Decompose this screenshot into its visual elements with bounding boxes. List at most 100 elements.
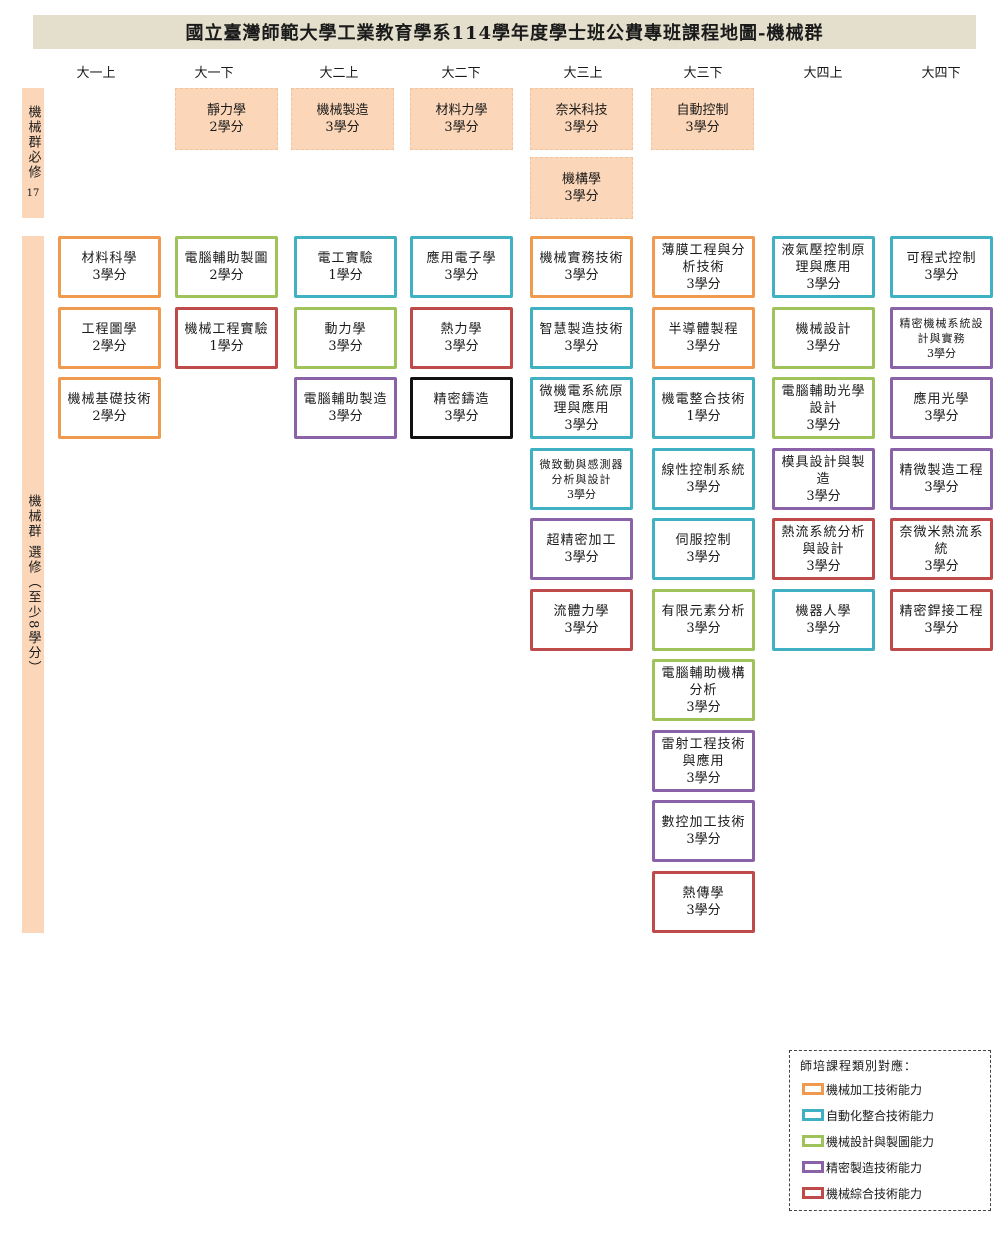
course-name: 電腦輔助光學設計 <box>781 383 866 416</box>
course-name: 熱流系統分析與設計 <box>781 524 866 557</box>
course-credit: 3學分 <box>927 346 956 360</box>
legend-label: 自動化整合技術能力 <box>826 1108 935 1123</box>
required-course: 機構學 3學分 <box>530 157 633 219</box>
elective-course: 機電整合技術 1學分 <box>652 377 755 439</box>
course-name: 機械製造 <box>316 103 369 118</box>
course-credit: 3學分 <box>564 417 599 433</box>
course-credit: 3學分 <box>92 268 127 283</box>
course-name: 精微製造工程 <box>899 463 984 478</box>
course-credit: 3學分 <box>806 276 841 292</box>
course-credit: 3學分 <box>806 488 841 504</box>
elective-course: 電腦輔助製圖 2學分 <box>175 236 278 298</box>
course-credit: 3學分 <box>564 621 599 636</box>
course-credit: 3學分 <box>325 120 360 135</box>
elective-course: 機械基礎技術 2學分 <box>58 377 161 439</box>
course-credit: 3學分 <box>564 550 599 565</box>
course-name: 電腦輔助製圖 <box>184 251 269 266</box>
semester-header: 大四下 <box>921 66 961 81</box>
course-credit: 3學分 <box>686 276 721 292</box>
course-name: 奈米科技 <box>555 103 608 118</box>
legend-label: 機械設計與製圖能力 <box>826 1134 935 1149</box>
course-name: 有限元素分析 <box>661 604 746 619</box>
course-name: 材料力學 <box>435 103 488 118</box>
course-credit: 3學分 <box>686 699 721 715</box>
course-name: 電工實驗 <box>317 251 374 266</box>
semester-header: 大三下 <box>683 66 723 81</box>
course-credit: 3學分 <box>564 268 599 283</box>
course-credit: 3學分 <box>444 268 479 283</box>
course-name: 可程式控制 <box>906 251 977 266</box>
course-name: 雷射工程技術與應用 <box>661 736 746 769</box>
course-credit: 1學分 <box>209 339 244 354</box>
course-name: 智慧製造技術 <box>539 322 624 337</box>
course-credit: 2學分 <box>209 268 244 283</box>
legend-item: 機械加工技術能力 <box>802 1081 922 1097</box>
legend-label: 精密製造技術能力 <box>826 1160 923 1175</box>
semester-header: 大一下 <box>194 66 234 81</box>
course-name: 伺服控制 <box>675 533 732 548</box>
legend-swatch <box>802 1135 824 1147</box>
course-name: 微機電系統原理與應用 <box>539 383 624 416</box>
course-credit: 3學分 <box>444 339 479 354</box>
course-credit: 2學分 <box>92 339 127 354</box>
course-credit: 3學分 <box>924 558 959 574</box>
legend: 師培課程類別對應： 機械加工技術能力 自動化整合技術能力 機械設計與製圖能力 精… <box>789 1050 991 1211</box>
semester-header: 大一上 <box>76 66 116 81</box>
legend-item: 自動化整合技術能力 <box>802 1107 934 1123</box>
course-name: 材料科學 <box>81 251 138 266</box>
elective-group-label: 機械群 選修（至少8學分） <box>22 236 44 933</box>
course-name: 模具設計與製造 <box>781 454 866 487</box>
course-name: 數控加工技術 <box>661 815 746 830</box>
course-name: 熱傳學 <box>682 886 725 901</box>
legend-swatch <box>802 1109 824 1121</box>
course-name: 微致動與感測器分析與設計 <box>539 457 624 486</box>
course-name: 奈微米熱流系統 <box>899 524 984 557</box>
course-name: 熱力學 <box>440 322 483 337</box>
legend-item: 機械設計與製圖能力 <box>802 1133 934 1149</box>
legend-item: 機械綜合技術能力 <box>802 1185 922 1201</box>
elective-course: 電工實驗 1學分 <box>294 236 397 298</box>
course-name: 靜力學 <box>206 103 246 118</box>
legend-swatch <box>802 1161 824 1173</box>
course-name: 應用電子學 <box>426 251 497 266</box>
course-name: 流體力學 <box>553 604 610 619</box>
course-name: 機電整合技術 <box>661 392 746 407</box>
semester-header: 大二上 <box>319 66 359 81</box>
required-label-text: 機械群必修 <box>25 105 41 180</box>
course-name: 精密鑄造 <box>433 392 490 407</box>
course-name: 機構學 <box>561 172 601 187</box>
semester-header: 大三上 <box>563 66 603 81</box>
course-name: 機械基礎技術 <box>67 392 152 407</box>
course-credit: 3學分 <box>924 409 959 424</box>
legend-title: 師培課程類別對應： <box>800 1059 918 1073</box>
course-credit: 3學分 <box>564 189 599 204</box>
course-name: 自動控制 <box>676 103 729 118</box>
course-credit: 1學分 <box>686 409 721 424</box>
course-credit: 3學分 <box>686 480 721 495</box>
course-credit: 3學分 <box>567 487 596 501</box>
course-credit: 1學分 <box>328 268 363 283</box>
course-name: 應用光學 <box>913 392 970 407</box>
course-credit: 3學分 <box>806 558 841 574</box>
legend-swatch <box>802 1187 824 1199</box>
course-name: 液氣壓控制原理與應用 <box>781 242 866 275</box>
course-credit: 2學分 <box>92 409 127 424</box>
